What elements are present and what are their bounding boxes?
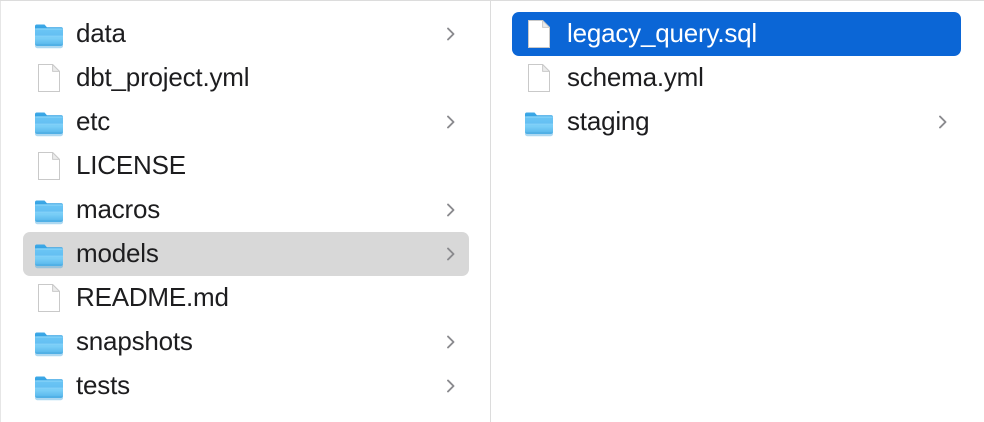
file-icon bbox=[34, 61, 64, 95]
folder-icon bbox=[34, 237, 64, 271]
file-row-label: dbt_project.yml bbox=[76, 62, 250, 92]
file-row[interactable]: macros bbox=[23, 188, 469, 232]
file-row-label: schema.yml bbox=[567, 62, 704, 92]
folder-icon bbox=[34, 105, 64, 139]
file-row[interactable]: data bbox=[23, 12, 469, 56]
file-row-label: legacy_query.sql bbox=[567, 18, 757, 48]
file-row-label: README.md bbox=[76, 282, 229, 312]
folder-icon bbox=[34, 193, 64, 227]
file-row-label: staging bbox=[567, 106, 650, 136]
file-row-label: models bbox=[76, 238, 159, 268]
chevron-right-icon bbox=[445, 112, 457, 132]
file-row-label: LICENSE bbox=[76, 150, 186, 180]
file-row-label: tests bbox=[76, 370, 130, 400]
chevron-right-icon bbox=[445, 200, 457, 220]
chevron-right-icon bbox=[937, 112, 949, 132]
file-row-label: snapshots bbox=[76, 326, 193, 356]
file-row-label: macros bbox=[76, 194, 161, 224]
folder-icon bbox=[34, 17, 64, 51]
file-row[interactable]: staging bbox=[512, 100, 961, 144]
file-row[interactable]: LICENSE bbox=[23, 144, 469, 188]
file-icon bbox=[34, 149, 64, 183]
chevron-right-icon bbox=[445, 332, 457, 352]
file-row[interactable]: snapshots bbox=[23, 320, 469, 364]
folder-icon bbox=[34, 369, 64, 403]
file-row[interactable]: README.md bbox=[23, 276, 469, 320]
chevron-right-icon bbox=[445, 244, 457, 264]
file-row-label: etc bbox=[76, 106, 111, 136]
file-row[interactable]: tests bbox=[23, 364, 469, 408]
file-icon bbox=[524, 17, 554, 51]
file-row[interactable]: dbt_project.yml bbox=[23, 56, 469, 100]
folder-icon bbox=[34, 325, 64, 359]
file-row-label: data bbox=[76, 18, 126, 48]
folder-icon bbox=[524, 105, 554, 139]
file-icon bbox=[34, 281, 64, 315]
chevron-right-icon bbox=[445, 376, 457, 396]
file-row[interactable]: models bbox=[23, 232, 469, 276]
file-row[interactable]: legacy_query.sql bbox=[512, 12, 961, 56]
file-icon bbox=[524, 61, 554, 95]
column-child[interactable]: legacy_query.sql schema.yml staging bbox=[491, 1, 984, 422]
file-row[interactable]: etc bbox=[23, 100, 469, 144]
chevron-right-icon bbox=[445, 24, 457, 44]
file-row[interactable]: schema.yml bbox=[512, 56, 961, 100]
